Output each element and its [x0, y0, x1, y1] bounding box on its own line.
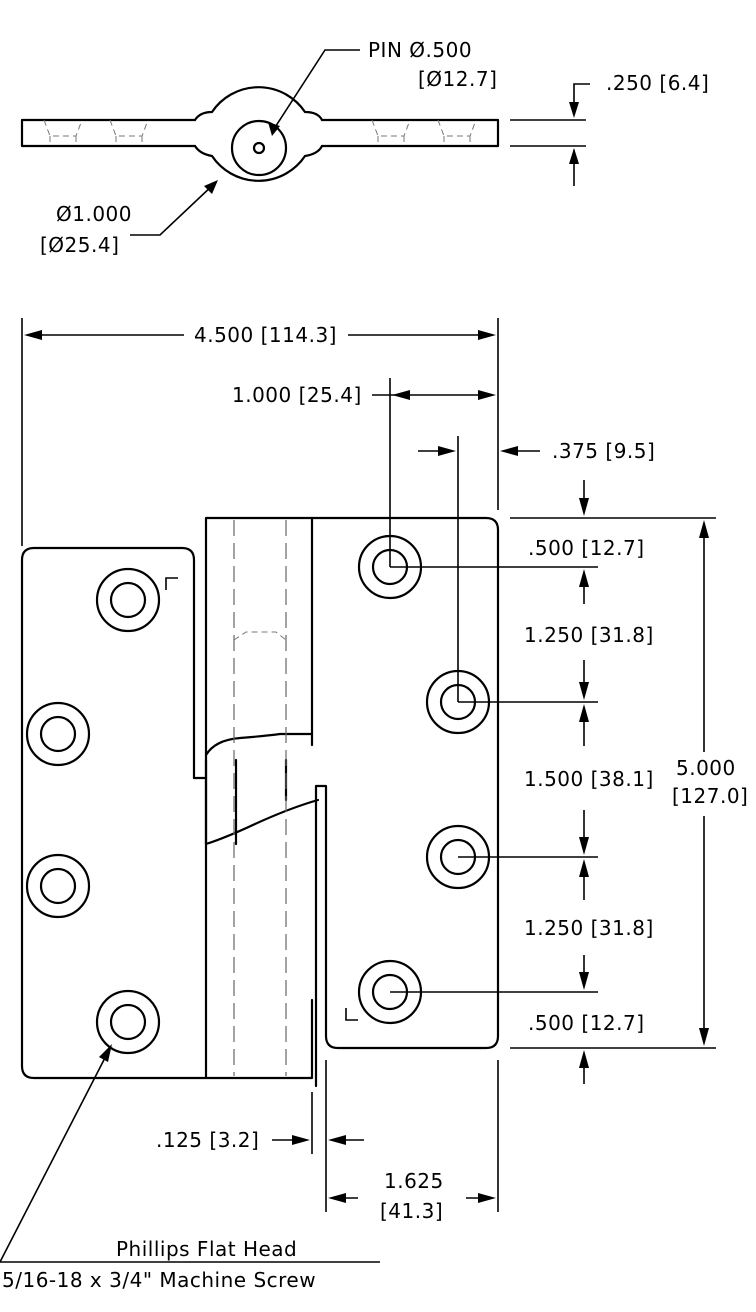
corner-mark [165, 577, 178, 590]
screw-hole [95, 567, 161, 633]
knuckle-hidden-lines [233, 520, 287, 1076]
leaf-width-mm: [41.3] [380, 1199, 443, 1223]
screw-line-1: Phillips Flat Head [116, 1237, 297, 1261]
hole-stagger-label: .375 [9.5] [552, 439, 655, 463]
overall-height-mm: [127.0] [672, 784, 748, 808]
hole-center-lines [389, 378, 598, 993]
top-view-countersinks [43, 119, 477, 146]
screw-hole [95, 989, 161, 1055]
screw-hole [25, 853, 91, 919]
knuckle-leader [130, 183, 215, 236]
left-leaf-holes [25, 567, 161, 1055]
knuckle-dia-mm: [Ø25.4] [40, 233, 119, 257]
thickness-label: .250 [6.4] [606, 71, 709, 95]
leaf-width-label: 1.625 [384, 1169, 444, 1193]
gap-label: .125 [3.2] [156, 1128, 259, 1152]
screw-line-2: 5/16-18 x 3/4" Machine Screw [2, 1268, 316, 1292]
pin-leader [271, 49, 360, 133]
screw-leader [0, 1051, 109, 1263]
top-view-knuckle [193, 86, 324, 182]
corner-mark [345, 1008, 358, 1021]
spacing-1-label: 1.250 [31.8] [524, 623, 654, 647]
knuckle-hidden-chamfer [233, 631, 287, 641]
top-view-pin-center [252, 141, 266, 155]
knuckle-dia-label: Ø1.000 [56, 202, 132, 226]
left-leaf [20, 546, 208, 1080]
right-leaf-holes [357, 534, 491, 1025]
front-view: 4.500 [114.3] 1.000 [25.4] .375 [9.5] .5… [20, 318, 748, 1223]
edge-bottom-label: .500 [12.7] [528, 1011, 645, 1035]
screw-callout: Phillips Flat Head 5/16-18 x 3/4" Machin… [0, 1044, 380, 1292]
overall-height-label: 5.000 [676, 756, 736, 780]
top-view-right-leaf [320, 118, 500, 148]
overall-width-label: 4.500 [114.3] [194, 323, 337, 347]
spacing-2-label: 1.500 [38.1] [524, 767, 654, 791]
top-view-pin-bore [230, 119, 288, 177]
knuckle-barrel [204, 516, 320, 1080]
top-view: PIN Ø.500 [Ø12.7] Ø1.000 [Ø25.4] .250 [6… [20, 38, 709, 257]
pin-label-mm: [Ø12.7] [418, 67, 497, 91]
edge-top-label: .500 [12.7] [528, 536, 645, 560]
right-leaf [310, 516, 500, 1088]
spacing-3-label: 1.250 [31.8] [524, 916, 654, 940]
screw-hole [25, 701, 91, 767]
top-view-left-leaf [20, 118, 197, 148]
pin-label: PIN Ø.500 [368, 38, 472, 62]
hole-col-offset-label: 1.000 [25.4] [232, 383, 362, 407]
